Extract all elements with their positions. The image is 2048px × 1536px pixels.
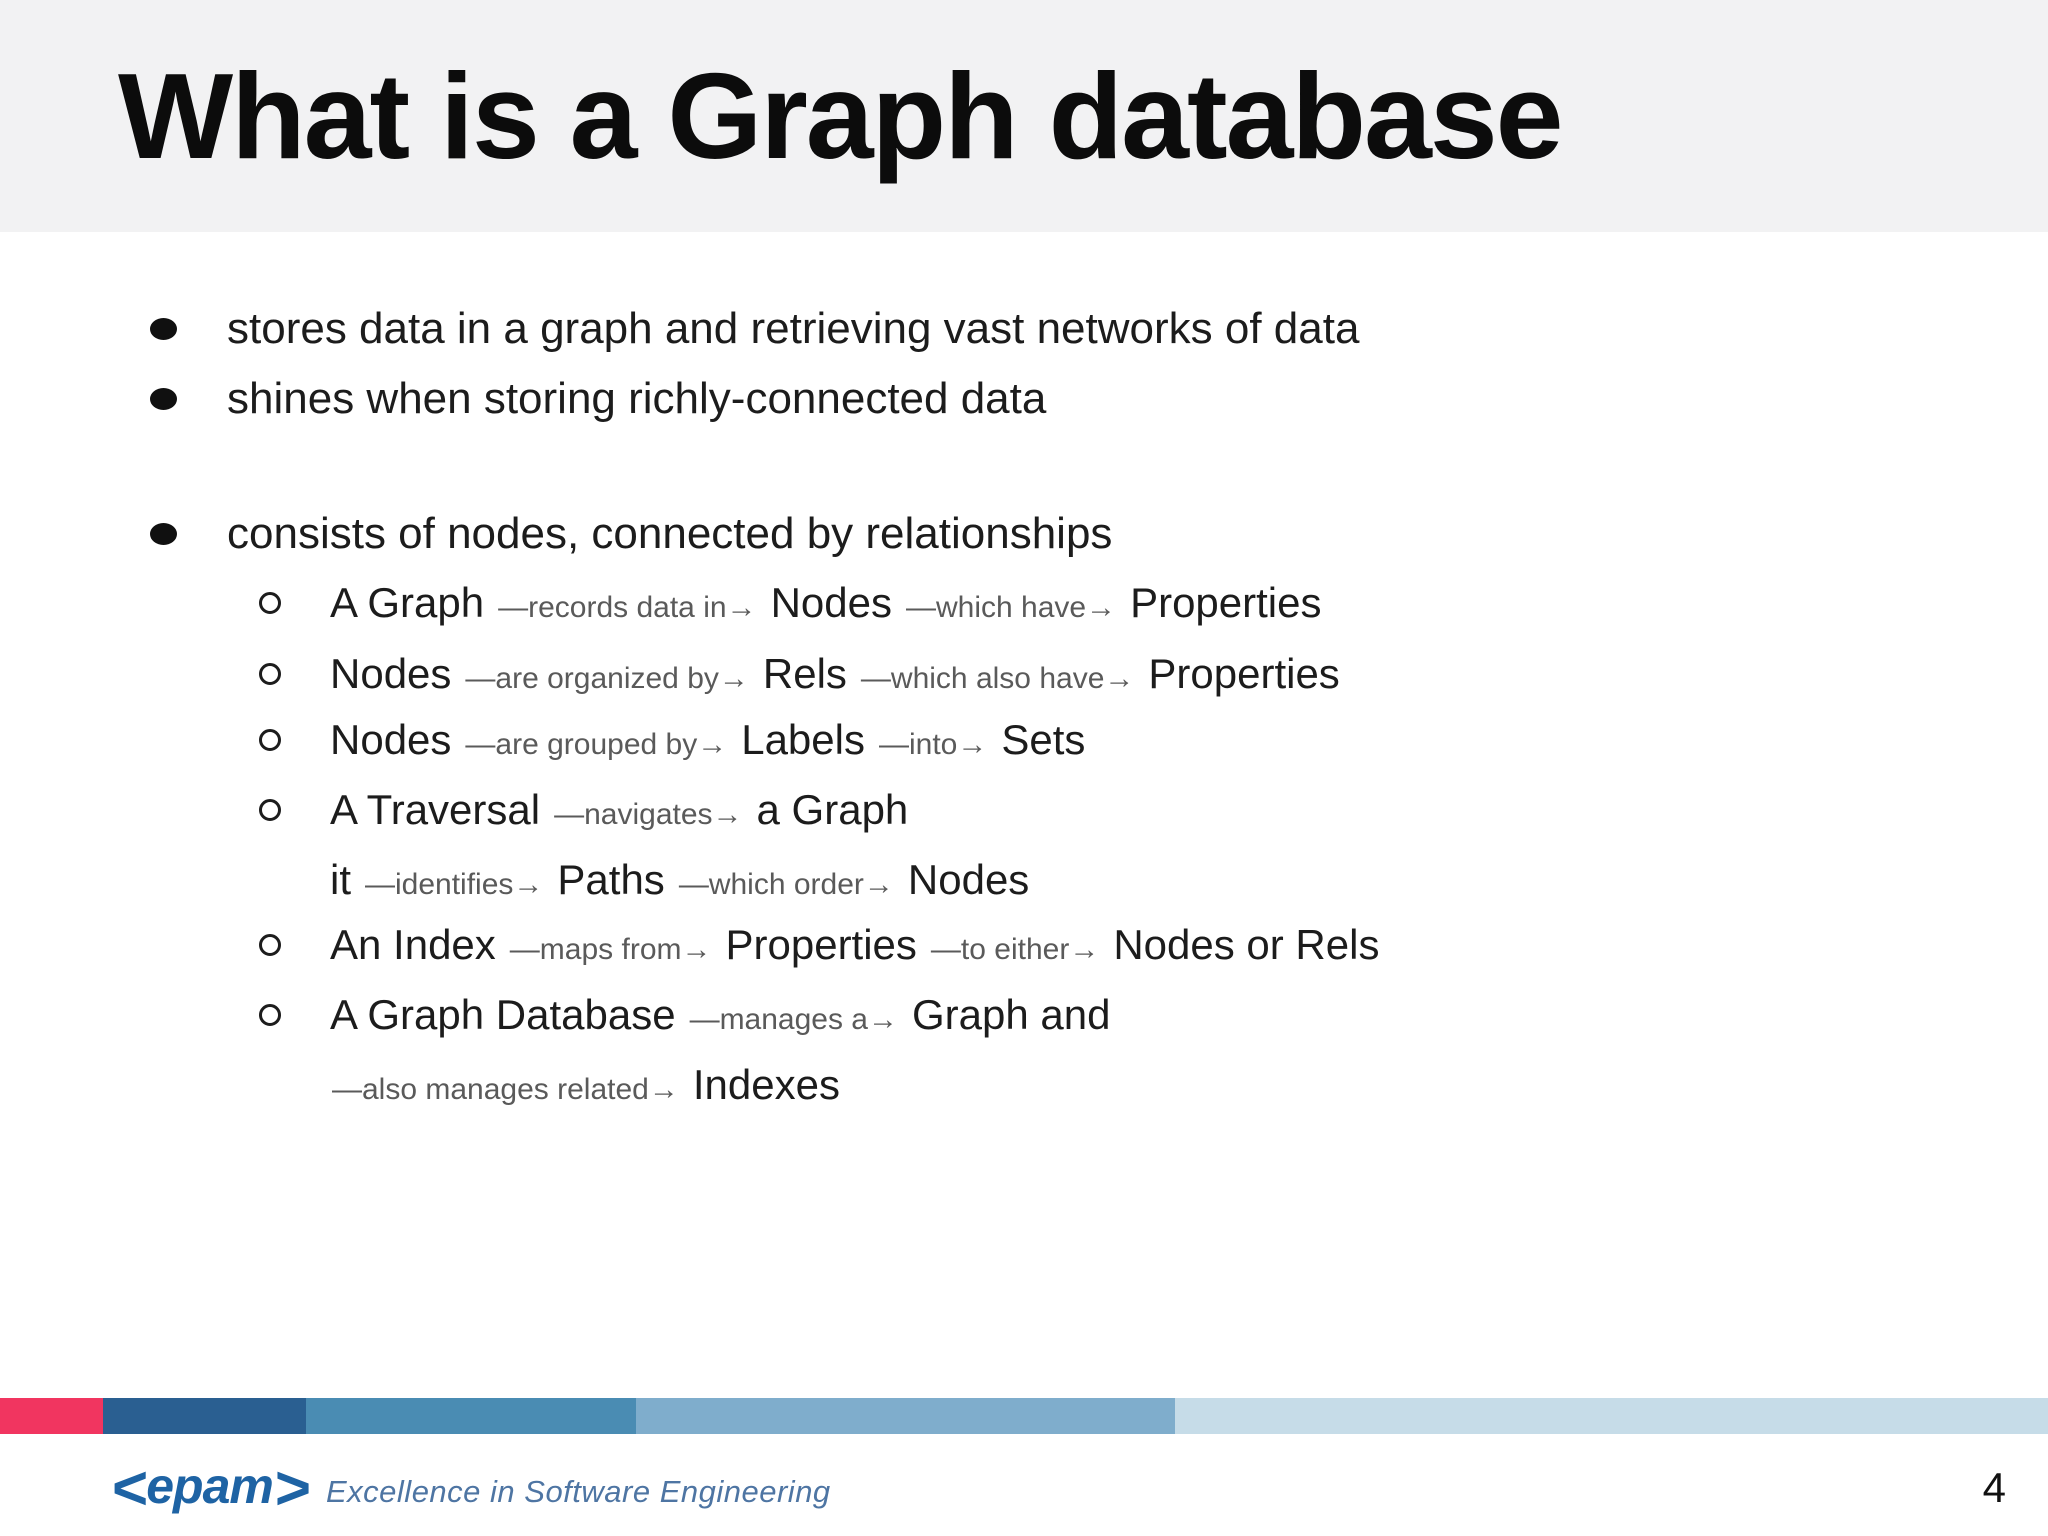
relationship-label: —also manages related→	[332, 1073, 679, 1106]
bullet-text: a Graph	[756, 786, 909, 833]
bullet-segments: shines when storing richly-connected dat…	[227, 374, 1046, 423]
bullet-text: A Traversal	[330, 786, 541, 833]
page-title: What is a Graph database	[118, 48, 1564, 184]
bullet-text: Rels	[762, 650, 847, 697]
bullet-marker-icon	[259, 592, 281, 615]
bullet-segments: consists of nodes, connected by relation…	[227, 509, 1112, 558]
relationship-label: —are grouped by→	[465, 728, 728, 761]
title-band: What is a Graph database	[0, 0, 2048, 232]
relationship-label: —maps from→	[509, 933, 712, 966]
logo-text: epam	[146, 1458, 274, 1514]
bullet-text: Properties	[1130, 579, 1322, 626]
bullet-text: A Graph Database	[330, 991, 676, 1038]
bullet-list: stores data in a graph and retrieving va…	[150, 304, 1379, 1109]
bullet-text: stores data in a graph and retrieving va…	[227, 304, 1360, 353]
bullet-text: A Graph	[330, 579, 485, 626]
bullet-marker-icon	[259, 934, 281, 957]
bullet-item: A Graph —records data in→ Nodes —which have…	[259, 579, 1321, 627]
bullet-item: Nodes —are grouped by→ Labels —into→ Sets	[259, 716, 1085, 764]
bullet-segments: Nodes —are grouped by→ Labels —into→ Sets	[330, 716, 1085, 763]
footer-bar-segment	[636, 1398, 1175, 1434]
relationship-label: —records data in→	[498, 591, 757, 624]
epam-logo: <epam>	[112, 1458, 311, 1520]
relationship-label: —into→	[878, 728, 988, 761]
bullet-item: it —identifies→ Paths —which order→ Nodes	[330, 856, 1029, 904]
bullet-text: Nodes or Rels	[1113, 921, 1380, 968]
bullet-text: Properties	[725, 921, 917, 968]
bullet-segments: Nodes —are organized by→ Rels —which also h…	[330, 650, 1340, 697]
bullet-item: shines when storing richly-connected dat…	[150, 374, 1046, 425]
bullet-marker-icon	[150, 388, 177, 411]
bullet-marker-icon	[259, 663, 281, 686]
logo-right-bracket-icon: >	[274, 1454, 311, 1523]
bullet-text: Graph and	[912, 991, 1111, 1038]
bullet-text: Nodes	[907, 856, 1030, 903]
bullet-text: Labels	[741, 716, 865, 763]
bullet-item: —also manages related→ Indexes	[332, 1061, 840, 1109]
bullet-text: Nodes	[330, 650, 452, 697]
bullet-text: it	[330, 856, 351, 903]
footer-bar-segment	[1175, 1398, 2048, 1434]
relationship-label: —to either→	[930, 933, 1100, 966]
bullet-text: Indexes	[692, 1061, 840, 1108]
relationship-label: —navigates→	[554, 798, 743, 831]
footer-bar-segment	[103, 1398, 306, 1434]
bullet-segments: stores data in a graph and retrieving va…	[227, 304, 1359, 353]
bullet-item: stores data in a graph and retrieving va…	[150, 304, 1359, 355]
bullet-item: consists of nodes, connected by relation…	[150, 509, 1112, 560]
footer-color-bar	[0, 1398, 2048, 1434]
bullet-text: Nodes	[770, 579, 892, 626]
bullet-segments: An Index —maps from→ Properties —to either→…	[330, 921, 1379, 968]
bullet-segments: —also manages related→ Indexes	[332, 1061, 840, 1108]
logo-left-bracket-icon: <	[112, 1454, 148, 1523]
bullet-marker-icon	[150, 523, 177, 546]
page-number: 4	[1982, 1464, 2006, 1511]
bullet-text: Nodes	[330, 716, 452, 763]
bullet-text: Properties	[1148, 650, 1340, 697]
bullet-text: consists of nodes, connected by relation…	[227, 509, 1113, 558]
relationship-label: —manages a→	[689, 1003, 898, 1036]
bullet-text: Sets	[1001, 716, 1086, 763]
bullet-text: An Index	[330, 921, 496, 968]
relationship-label: —which have→	[905, 591, 1117, 624]
bullet-item: A Graph Database —manages a→ Graph and	[259, 991, 1110, 1039]
bullet-item: An Index —maps from→ Properties —to either→…	[259, 921, 1379, 969]
relationship-label: —identifies→	[365, 868, 544, 901]
bullet-segments: it —identifies→ Paths —which order→ Nodes	[330, 856, 1029, 903]
footer-bar-segment	[306, 1398, 636, 1434]
bullet-text: shines when storing richly-connected dat…	[227, 374, 1047, 423]
bullet-marker-icon	[259, 1004, 281, 1027]
footer: <epam> Excellence in Software Engineerin…	[0, 1434, 2048, 1536]
bullet-marker-icon	[150, 318, 177, 341]
relationship-label: —which also have→	[860, 662, 1135, 695]
footer-bar-segment	[0, 1398, 103, 1434]
relationship-label: —are organized by→	[465, 662, 749, 695]
bullet-segments: A Traversal —navigates→ a Graph	[330, 786, 908, 833]
relationship-label: —which order→	[678, 868, 894, 901]
bullet-item: Nodes —are organized by→ Rels —which also h…	[259, 650, 1340, 698]
bullet-segments: A Graph Database —manages a→ Graph and	[330, 991, 1110, 1038]
footer-tagline: Excellence in Software Engineering	[326, 1474, 831, 1509]
bullet-marker-icon	[259, 799, 281, 822]
bullet-marker-icon	[259, 729, 281, 752]
bullet-item: A Traversal —navigates→ a Graph	[259, 786, 908, 834]
bullet-text: Paths	[557, 856, 665, 903]
bullet-segments: A Graph —records data in→ Nodes —which have…	[330, 579, 1321, 626]
